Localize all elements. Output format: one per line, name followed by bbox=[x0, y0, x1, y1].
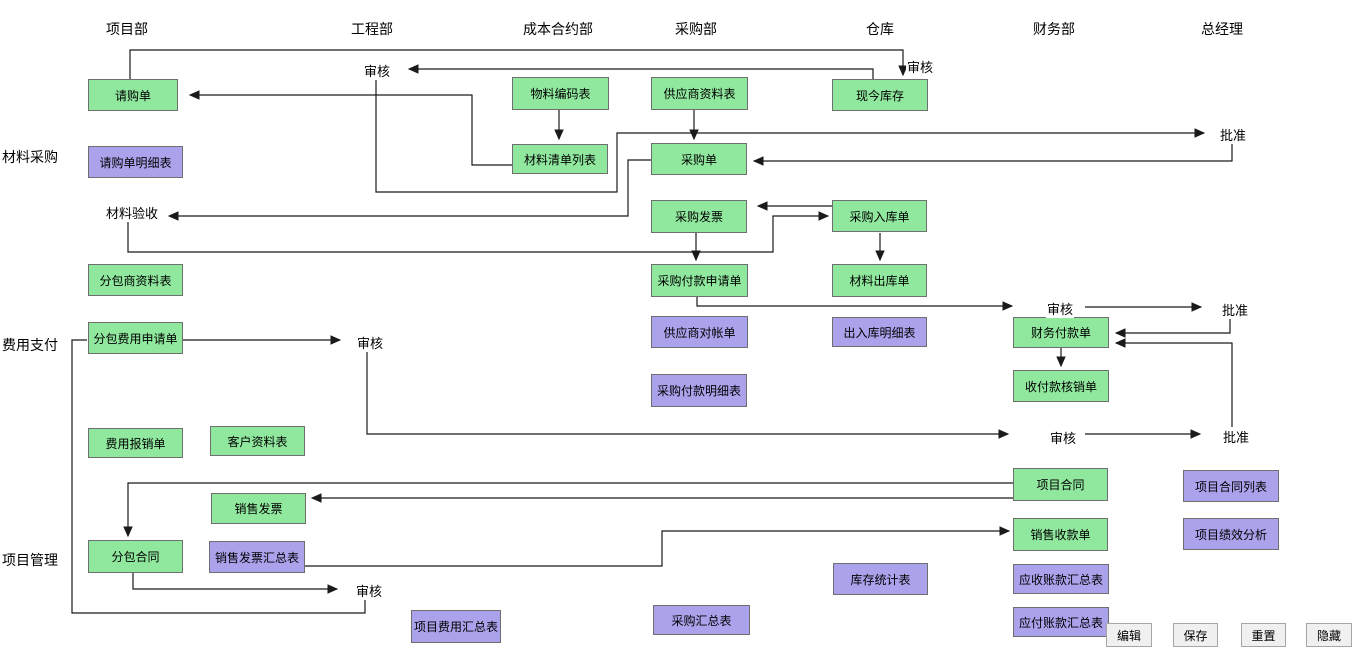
flow-node-label: 项目合同列表 bbox=[1194, 479, 1267, 494]
flow-node-label: 收付款核销单 bbox=[1024, 379, 1097, 394]
flow-node-label: 采购汇总表 bbox=[671, 613, 732, 628]
flow-node-label: 采购入库单 bbox=[849, 209, 910, 224]
flow-node-project-expense-summary[interactable]: 项目费用汇总表 bbox=[411, 610, 501, 643]
connector-line bbox=[132, 573, 339, 594]
flow-node-purchase-receipt[interactable]: 采购入库单 bbox=[832, 200, 927, 232]
flow-node-payable-summary[interactable]: 应付账款汇总表 bbox=[1013, 607, 1109, 637]
flow-node-purchase-request[interactable]: 请购单 bbox=[88, 79, 178, 111]
flow-node-customer-info[interactable]: 客户资料表 bbox=[210, 426, 305, 456]
flow-node-label: 应收账款汇总表 bbox=[1018, 572, 1103, 587]
flow-node-label: 项目费用汇总表 bbox=[413, 620, 498, 634]
flow-node-subcontract-fee-request[interactable]: 分包费用申请单 bbox=[88, 322, 183, 354]
flow-node-project-contract-list[interactable]: 项目合同列表 bbox=[1183, 470, 1279, 502]
flow-label-approve-lower: 批准 bbox=[1222, 427, 1251, 446]
lane-header-finance-dept: 财务部 bbox=[1033, 22, 1075, 38]
flow-label-review-bottom: 审核 bbox=[355, 581, 384, 600]
lane-header-project-dept: 项目部 bbox=[106, 22, 148, 38]
flow-node-label: 销售收款单 bbox=[1030, 528, 1091, 542]
flow-node-inventory-stats[interactable]: 库存统计表 bbox=[833, 563, 928, 595]
flow-node-project-contract[interactable]: 项目合同 bbox=[1013, 468, 1108, 501]
hide-button[interactable]: 隐藏 bbox=[1306, 623, 1352, 647]
flow-node-purchase-invoice[interactable]: 采购发票 bbox=[651, 200, 747, 233]
flow-node-label: 财务付款单 bbox=[1030, 326, 1091, 340]
lane-header-engineering-dept: 工程部 bbox=[351, 22, 393, 38]
flow-node-label: 销售发票 bbox=[234, 502, 283, 516]
connector-line bbox=[1114, 314, 1231, 338]
connector-line bbox=[1114, 338, 1233, 428]
flow-node-sales-invoice-summary[interactable]: 销售发票汇总表 bbox=[209, 541, 305, 573]
lane-header-general-manager: 总经理 bbox=[1201, 22, 1243, 38]
reset-button[interactable]: 重置 bbox=[1241, 623, 1286, 647]
flow-node-label: 客户资料表 bbox=[227, 434, 288, 449]
flow-node-purchase-summary[interactable]: 采购汇总表 bbox=[653, 605, 750, 635]
flow-node-receivable-summary[interactable]: 应收账款汇总表 bbox=[1013, 564, 1109, 594]
flow-node-label: 请购单 bbox=[114, 88, 151, 103]
flow-node-label: 采购付款明细表 bbox=[656, 384, 741, 398]
flow-node-label: 采购单 bbox=[680, 152, 717, 167]
flow-node-label: 材料出库单 bbox=[849, 274, 910, 288]
flow-node-label: 费用报销单 bbox=[105, 436, 166, 451]
flow-label-review-lower-right: 审核 bbox=[1049, 428, 1078, 447]
flow-label-approve-top: 批准 bbox=[1219, 125, 1248, 144]
flow-node-label: 材料清单列表 bbox=[523, 152, 596, 167]
flow-node-label: 供应商对帐单 bbox=[663, 325, 736, 340]
flow-label-material-acceptance: 材料验收 bbox=[105, 203, 160, 222]
connector-line bbox=[407, 64, 874, 79]
flow-node-label: 采购付款申请单 bbox=[657, 274, 742, 288]
connector-line bbox=[188, 90, 512, 166]
flow-node-label: 现今库存 bbox=[855, 88, 904, 103]
flow-node-label: 销售发票汇总表 bbox=[214, 550, 299, 565]
flow-node-label: 分包商资料表 bbox=[99, 273, 172, 288]
edit-button[interactable]: 编辑 bbox=[1106, 623, 1152, 647]
flow-node-inout-detail[interactable]: 出入库明细表 bbox=[832, 317, 927, 347]
flow-node-sales-receipt[interactable]: 销售收款单 bbox=[1013, 518, 1108, 551]
connector-line bbox=[129, 49, 908, 79]
flow-node-label: 应付账款汇总表 bbox=[1018, 615, 1103, 630]
flow-node-label: 库存统计表 bbox=[850, 572, 911, 587]
flow-node-project-performance[interactable]: 项目绩效分析 bbox=[1183, 518, 1279, 550]
flow-node-label: 分包合同 bbox=[111, 550, 160, 564]
lane-header-purchasing-dept: 采购部 bbox=[675, 22, 717, 38]
flow-node-label: 供应商资料表 bbox=[663, 87, 736, 101]
flow-label-review-mid-right: 审核 bbox=[1046, 299, 1075, 318]
flow-node-label: 出入库明细表 bbox=[843, 325, 916, 340]
flow-node-supplier-statement[interactable]: 供应商对帐单 bbox=[651, 316, 748, 348]
flow-node-purchase-payment-request[interactable]: 采购付款申请单 bbox=[651, 264, 748, 297]
row-label-project-management: 项目管理 bbox=[2, 553, 58, 569]
flow-node-label: 项目合同 bbox=[1036, 478, 1085, 492]
flow-label-approve-mid: 批准 bbox=[1221, 300, 1250, 319]
flow-node-purchase-payment-detail[interactable]: 采购付款明细表 bbox=[651, 374, 747, 407]
row-label-expense-payment: 费用支付 bbox=[2, 338, 58, 354]
flow-node-finance-payment[interactable]: 财务付款单 bbox=[1013, 317, 1109, 348]
flow-node-material-code-table[interactable]: 物料编码表 bbox=[512, 77, 609, 110]
connector-line bbox=[696, 297, 1014, 311]
flow-node-label: 分包费用申请单 bbox=[93, 331, 178, 346]
connector-line bbox=[375, 75, 1206, 193]
connector-line bbox=[305, 526, 1011, 567]
flow-label-review-top-right: 审核 bbox=[906, 57, 935, 76]
lane-header-warehouse: 仓库 bbox=[866, 22, 894, 38]
flow-node-material-list[interactable]: 材料清单列表 bbox=[512, 144, 608, 174]
lane-header-cost-contract-dept: 成本合约部 bbox=[523, 22, 593, 38]
flow-node-label: 项目绩效分析 bbox=[1194, 527, 1267, 542]
flow-label-review-top-mid: 审核 bbox=[363, 61, 392, 80]
flow-node-current-inventory[interactable]: 现今库存 bbox=[832, 79, 928, 111]
flow-label-review-expense: 审核 bbox=[356, 333, 385, 352]
flow-node-sales-invoice[interactable]: 销售发票 bbox=[211, 493, 306, 524]
flow-node-purchase-request-detail[interactable]: 请购单明细表 bbox=[88, 146, 183, 178]
flow-node-subcontractor-info[interactable]: 分包商资料表 bbox=[88, 264, 183, 296]
flow-node-payment-writeoff[interactable]: 收付款核销单 bbox=[1013, 370, 1109, 402]
flow-node-subcontract[interactable]: 分包合同 bbox=[88, 540, 183, 573]
connector-line bbox=[752, 140, 1233, 166]
flow-node-label: 物料编码表 bbox=[530, 87, 591, 101]
flow-node-label: 请购单明细表 bbox=[99, 155, 172, 170]
save-button[interactable]: 保存 bbox=[1173, 623, 1218, 647]
flow-node-label: 采购发票 bbox=[674, 210, 723, 224]
flow-node-expense-claim[interactable]: 费用报销单 bbox=[88, 428, 183, 458]
flow-node-purchase-order[interactable]: 采购单 bbox=[651, 143, 747, 175]
flow-node-material-issue[interactable]: 材料出库单 bbox=[832, 264, 927, 297]
row-label-material-purchasing: 材料采购 bbox=[2, 150, 58, 166]
flow-node-supplier-info-table[interactable]: 供应商资料表 bbox=[651, 77, 748, 110]
